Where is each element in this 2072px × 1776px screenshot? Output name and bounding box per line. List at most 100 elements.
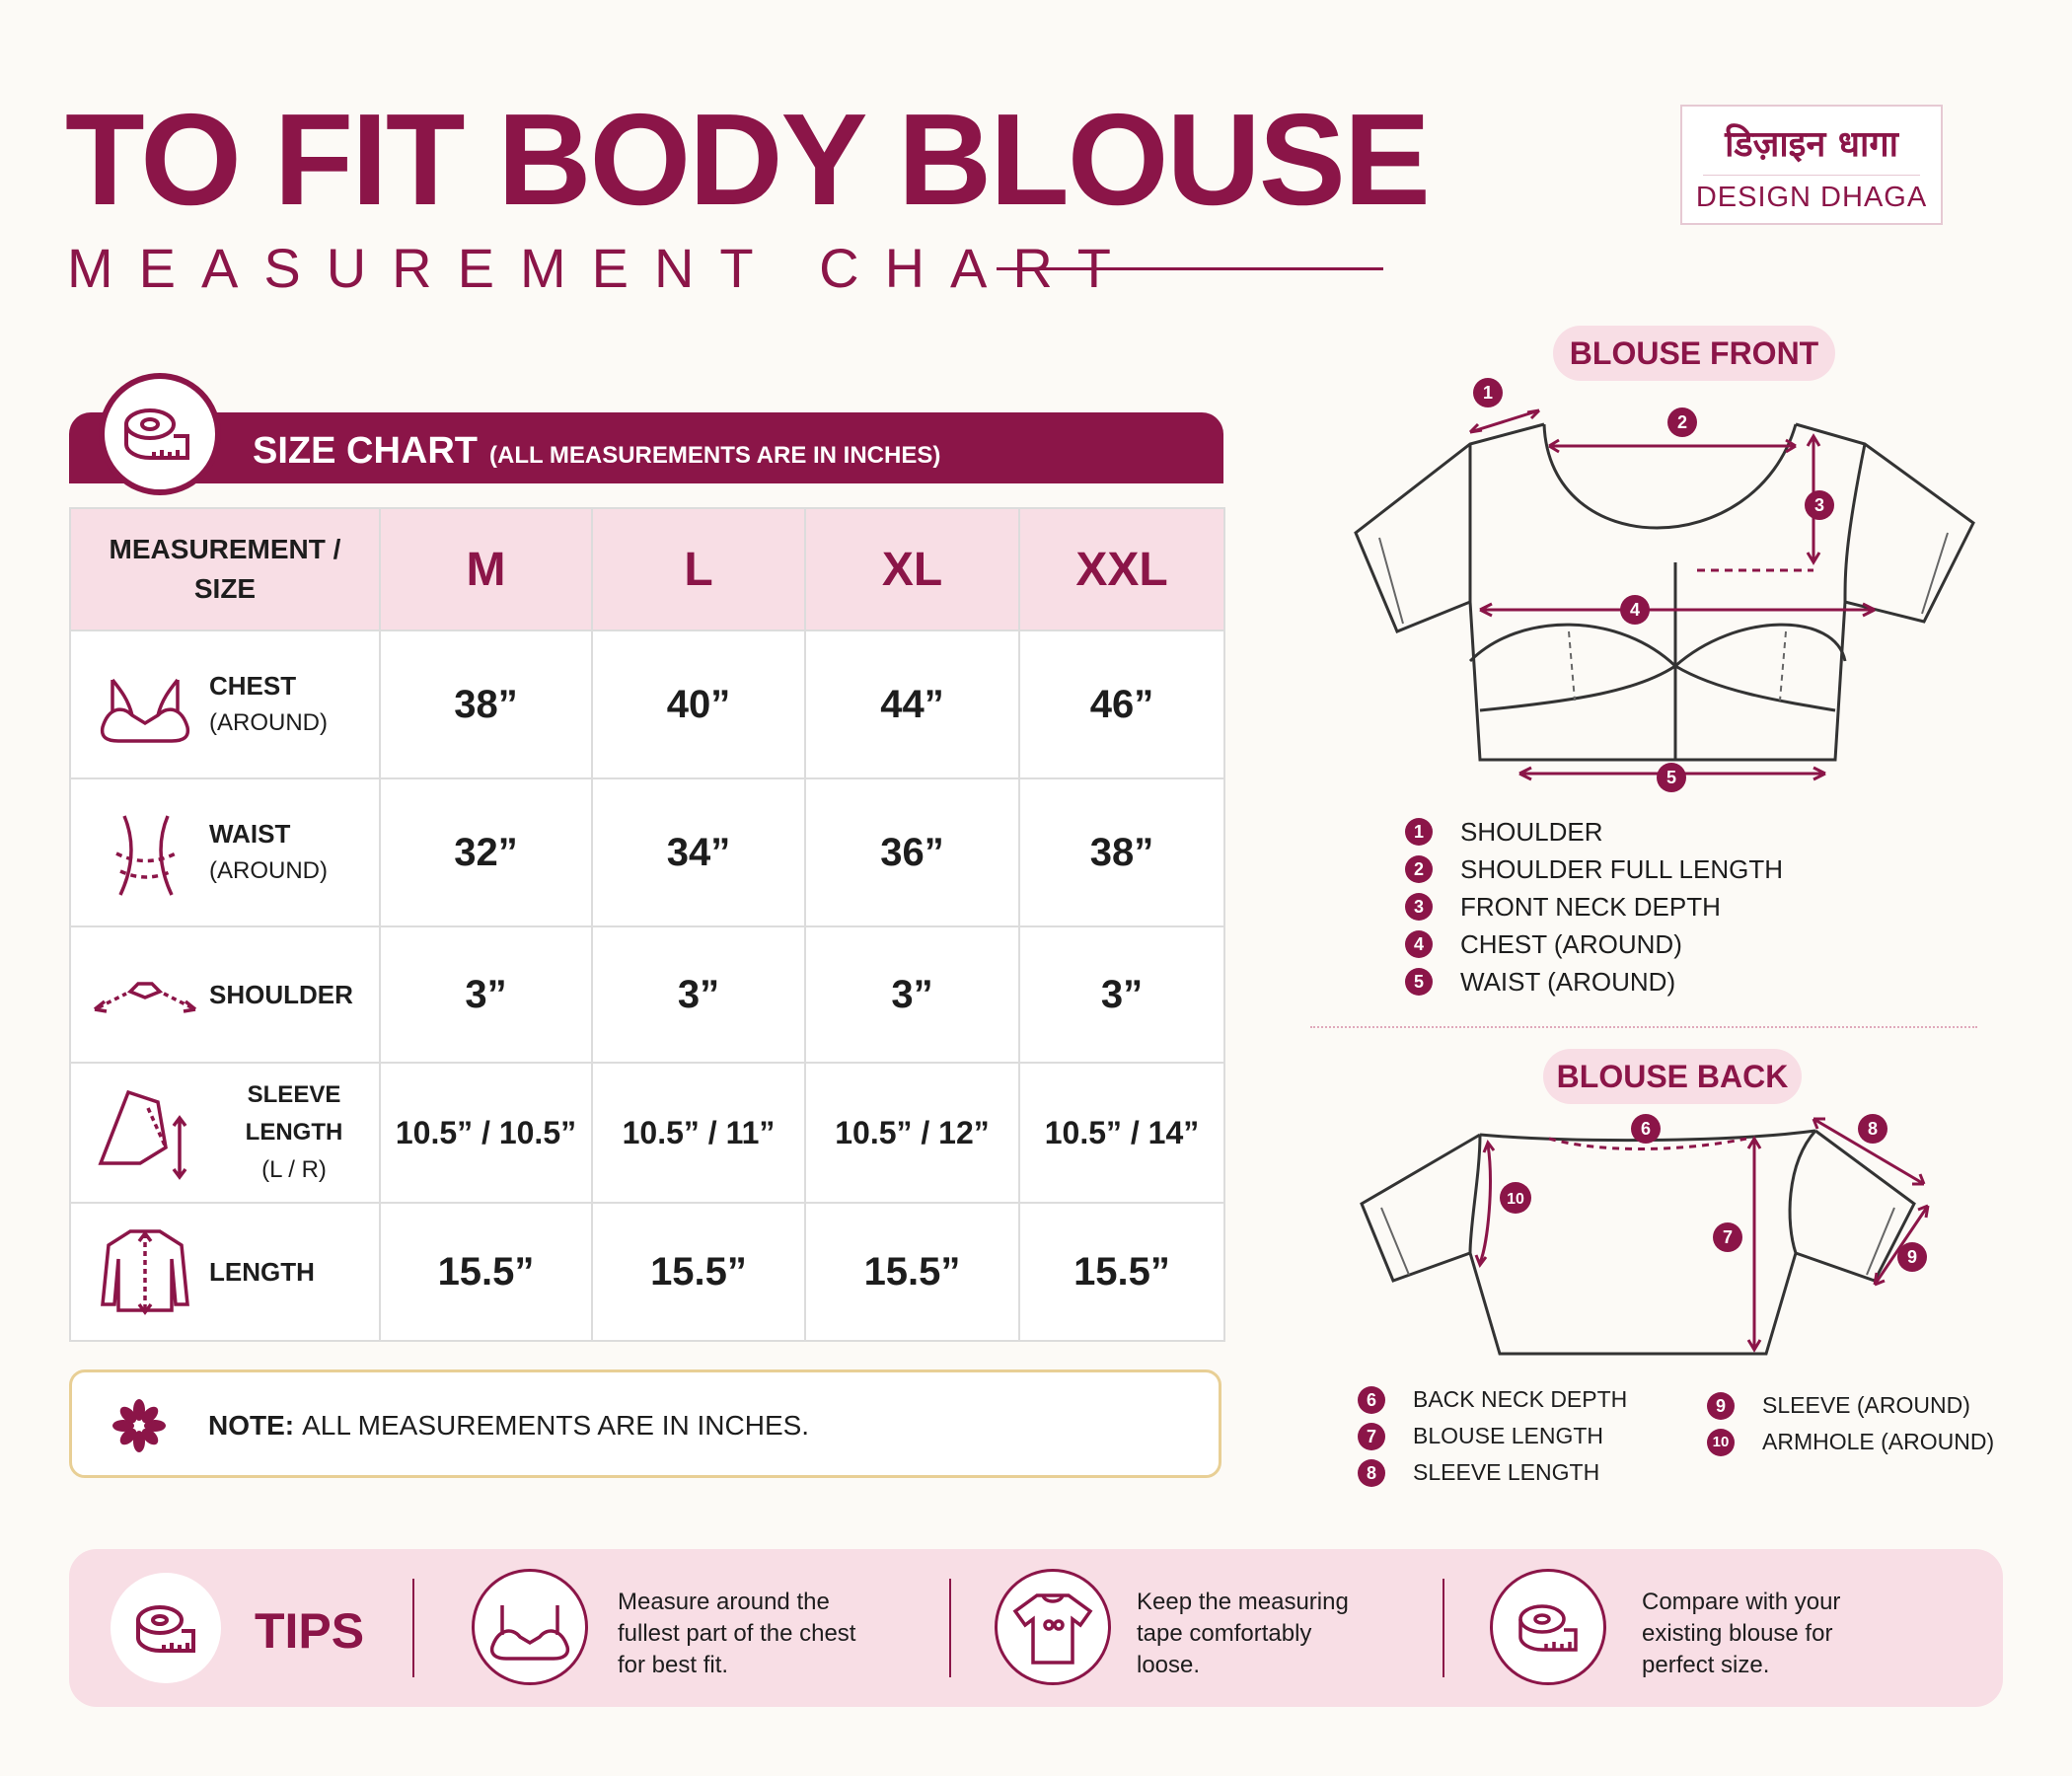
tip-text-1: Measure around the fullest part of the c… <box>618 1589 856 1678</box>
svg-text:10: 10 <box>1507 1191 1524 1208</box>
subtitle-rule <box>997 267 1383 270</box>
cell-waist-m: 32” <box>379 777 593 927</box>
cell-length-m: 15.5” <box>379 1202 593 1342</box>
tip-text-2: Keep the measuring tape comfortably loos… <box>1137 1589 1349 1678</box>
row-label-waist: WAIST <box>209 819 291 849</box>
svg-text:6: 6 <box>1641 1119 1651 1139</box>
cell-chest-xl: 44” <box>804 629 1020 779</box>
page-subtitle: MEASUREMENT CHART <box>67 237 1138 299</box>
size-chart-header: SIZE CHART (ALL MEASUREMENTS ARE IN INCHE… <box>69 412 1223 483</box>
cell-length-xxl: 15.5” <box>1018 1202 1225 1342</box>
tshirt-icon <box>995 1569 1111 1685</box>
row-sublabel-chest: (AROUND) <box>209 709 328 736</box>
table-row-waist: WAIST (AROUND) 32” 34” 36” 38” <box>69 777 1225 927</box>
cell-waist-xl: 36” <box>804 777 1020 927</box>
cell-shoulder-xl: 3” <box>804 925 1020 1064</box>
table-row-chest: CHEST (AROUND) 38” 40” 44” 46” <box>69 629 1225 779</box>
measuring-tape-icon <box>99 373 221 495</box>
cell-sleeve-l: 10.5” / 11” <box>591 1062 806 1204</box>
bra-icon <box>472 1569 588 1685</box>
table-row-shoulder: SHOULDER 3” 3” 3” 3” <box>69 925 1225 1064</box>
svg-text:8: 8 <box>1868 1119 1878 1139</box>
tips-banner: TIPS Measure around the fullest part of … <box>69 1549 2003 1707</box>
section-divider <box>1310 1026 1977 1028</box>
cell-waist-xxl: 38” <box>1018 777 1225 927</box>
note-label: NOTE: <box>208 1410 295 1441</box>
cell-chest-l: 40” <box>591 629 806 779</box>
header-size-xl: XL <box>804 507 1020 631</box>
flower-icon <box>112 1399 166 1452</box>
tip-separator <box>1443 1579 1444 1677</box>
row-label-chest: CHEST <box>209 671 297 701</box>
svg-text:3: 3 <box>1814 495 1824 515</box>
cell-waist-l: 34” <box>591 777 806 927</box>
blouse-front-diagram: 1 2 3 4 5 <box>1354 378 1975 792</box>
logo-divider <box>1703 175 1920 176</box>
logo-hindi: डिज़ाइन धागा <box>1725 124 1898 165</box>
tips-label: TIPS <box>255 1603 365 1659</box>
row-sublabel-waist: (AROUND) <box>209 857 328 884</box>
tip-separator <box>412 1579 414 1677</box>
row-label-sleeve-length: SLEEVE LENGTH <box>245 1081 343 1146</box>
row-label-length: LENGTH <box>209 1257 315 1287</box>
row-sublabel-sleeve-length: (L / R) <box>261 1156 327 1183</box>
size-chart-note: (ALL MEASUREMENTS ARE IN INCHES) <box>489 442 941 469</box>
svg-text:2: 2 <box>1677 412 1687 432</box>
cell-shoulder-xxl: 3” <box>1018 925 1225 1064</box>
blouse-back-title: BLOUSE BACK <box>1543 1049 1802 1104</box>
size-chart-title: SIZE CHART <box>253 430 478 472</box>
brand-logo: डिज़ाइन धागा DESIGN DHAGA <box>1680 105 1943 225</box>
measuring-tape-icon <box>1490 1569 1606 1685</box>
shoulder-icon <box>93 982 197 1013</box>
svg-text:7: 7 <box>1723 1227 1733 1247</box>
tip-text-3: Compare with your existing blouse for pe… <box>1642 1589 1841 1678</box>
header-size-m: M <box>379 507 593 631</box>
cell-shoulder-l: 3” <box>591 925 806 1064</box>
tip-separator <box>949 1579 951 1677</box>
header-size-xxl: XXL <box>1018 507 1225 631</box>
header-measurement-size: MEASUREMENT / SIZE <box>69 507 381 631</box>
blouse-back-diagram: 6 7 8 9 10 <box>1360 1114 1930 1356</box>
cell-shoulder-m: 3” <box>379 925 593 1064</box>
svg-text:9: 9 <box>1907 1247 1917 1267</box>
note-text: ALL MEASUREMENTS ARE IN INCHES. <box>302 1410 810 1441</box>
page-title: TO FIT BODY BLOUSE <box>65 87 1431 232</box>
note-box: NOTE:ALL MEASUREMENTS ARE IN INCHES. <box>69 1369 1221 1478</box>
cell-chest-m: 38” <box>379 629 593 779</box>
svg-text:5: 5 <box>1666 768 1676 787</box>
size-chart-table: MEASUREMENT / SIZE M L XL XXL CHEST (AROU… <box>69 507 1225 1342</box>
row-label-shoulder: SHOULDER <box>209 980 353 1009</box>
table-row-sleeve-length: SLEEVE LENGTH (L / R) 10.5” / 10.5” 10.5”… <box>69 1062 1225 1204</box>
cell-chest-xxl: 46” <box>1018 629 1225 779</box>
blouse-length-icon <box>101 1229 189 1315</box>
table-row-length: LENGTH 15.5” 15.5” 15.5” 15.5” <box>69 1202 1225 1342</box>
cell-sleeve-m: 10.5” / 10.5” <box>379 1062 593 1204</box>
cell-length-xl: 15.5” <box>804 1202 1020 1342</box>
blouse-front-title: BLOUSE FRONT <box>1553 326 1835 381</box>
cell-sleeve-xxl: 10.5” / 14” <box>1018 1062 1225 1204</box>
header-size-l: L <box>591 507 806 631</box>
waist-icon <box>115 815 177 896</box>
cell-sleeve-xl: 10.5” / 12” <box>804 1062 1020 1204</box>
sleeve-icon <box>98 1089 187 1180</box>
logo-english: DESIGN DHAGA <box>1695 182 1928 213</box>
bra-icon <box>100 678 190 743</box>
svg-text:1: 1 <box>1483 383 1493 403</box>
measuring-tape-icon <box>111 1573 221 1683</box>
svg-text:4: 4 <box>1630 600 1640 620</box>
table-header-row: MEASUREMENT / SIZE M L XL XXL <box>69 507 1225 631</box>
cell-length-l: 15.5” <box>591 1202 806 1342</box>
